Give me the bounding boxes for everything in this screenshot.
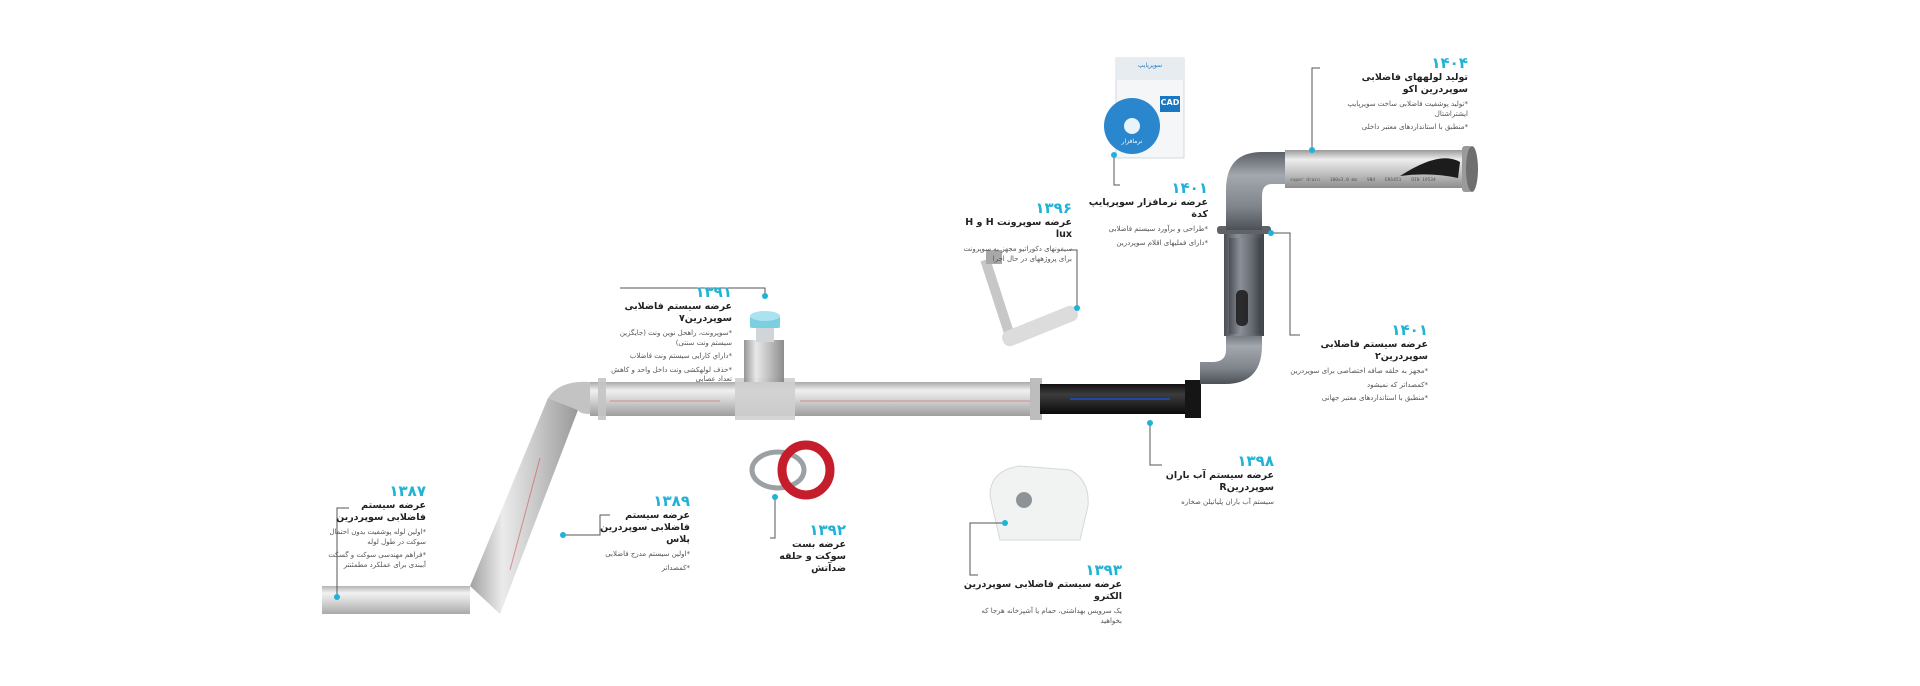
milestone-1393: ۱۳۹۳ عرضه سیستم فاضلابی سوپردرین الکترو … [962,562,1122,630]
milestone-desc: *مجهز به حلقه صافه اختصاصی برای سوپردرین… [1290,367,1428,402]
milestone-year: ۱۳۹۸ [1237,452,1274,470]
milestone-year: ۱۴۰۱ [1171,179,1208,197]
milestone-1404: ۱۴۰۴ تولید لولههای فاضلابی سوپردرین اکو … [1312,55,1468,137]
milestone-desc: *سوپرونت، راهحل نوین ونت (جایگزین سیستم … [611,329,732,383]
milestone-year: ۱۳۸۹ [653,492,690,510]
milestone-year: ۱۳۹۱ [695,283,732,301]
milestone-1401-software: ۱۴۰۱ عرضه نرمافزار سوپرپایپ کدة *طراحی و… [1084,180,1208,252]
milestone-year: ۱۴۰۱ [1391,321,1428,339]
milestone-1401-superdrain2: ۱۴۰۱ عرضه سیستم فاضلابی سوپردرین۲ *مجهز … [1288,322,1428,408]
milestone-title: عرضه سیستم فاضلابی سوپردرین۷ [624,301,732,324]
cad-disc-text: نرمافزار [1121,138,1143,145]
milestone-title: عرضه سیستم فاضلابی سوپردرین الکترو [963,579,1122,602]
milestone-1389: ۱۳۸۹ عرضه سیستم فاضلابی سوپردرین پلاس *ا… [598,493,690,577]
cad-box-brand: سوپرپایپ [1137,62,1163,69]
milestone-title: عرضه سوپرونت H و H lux [965,217,1072,240]
milestone-desc: *طراحی و برآورد سیستم فاضلابی *دارای فمل… [1108,225,1208,247]
milestone-1392: ۱۳۹۲ عرضه بست سوکت و حلقه ضدآتش [770,522,846,575]
milestone-desc: سیفونهای دکوراتیو مجهز به سوپرونت برای پ… [963,245,1072,263]
milestone-desc: یک سرویس بهداشتی، حمام یا آشپزخانه هرجا … [981,607,1122,625]
milestone-year: ۱۴۰۴ [1431,54,1468,72]
milestone-title: عرضه نرمافزار سوپرپایپ کدة [1088,197,1208,220]
milestone-title: عرضه سیستم فاضلابی سوپردرین۲ [1320,339,1428,362]
milestone-desc: *اولین لوله پوشفیت بدون احتمال سوکت در ط… [328,528,426,569]
milestone-desc: *اولین سیستم مدرج فاضلابی *کمصداتر [605,550,690,572]
milestone-1387: ۱۳۸۷ عرضه سیستم فاضلابی سوپردرین *اولین … [326,483,426,574]
milestone-desc: سیستم آب باران پلیاتیلن صخاره [1181,498,1274,506]
milestone-year: ۱۳۹۶ [1035,199,1072,217]
milestone-title: عرضه سیستم فاضلابی سوپردرین [336,500,426,523]
milestone-year: ۱۳۹۳ [1085,561,1122,579]
milestone-title: تولید لولههای فاضلابی سوپردرین اکو [1361,72,1468,95]
milestone-year: ۱۳۸۷ [389,482,426,500]
milestone-1391: ۱۳۹۱ عرضه سیستم فاضلابی سوپردرین۷ *سوپرو… [600,284,732,389]
cad-box-label: CAD [1160,98,1180,107]
milestone-1398: ۱۳۹۸ عرضه سیستم آب باران سوپردرینR سیستم… [1140,453,1274,512]
milestone-desc: *تولید پوشفیت فاضلابی ساخت سوپرپایپ ایشت… [1347,100,1468,131]
milestone-title: عرضه بست سوکت و حلقه ضدآتش [779,539,846,574]
milestone-year: ۱۳۹۲ [809,521,846,539]
milestone-title: عرضه سیستم آب باران سوپردرینR [1165,470,1274,493]
milestone-title: عرضه سیستم فاضلابی سوپردرین پلاس [600,510,690,545]
milestone-1396: ۱۳۹۶ عرضه سوپرونت H و H lux سیفونهای دکو… [960,200,1072,268]
pipe-print-text: super drain 100x3.0 mm SN4 EN1451 DIN 19… [1290,178,1436,183]
